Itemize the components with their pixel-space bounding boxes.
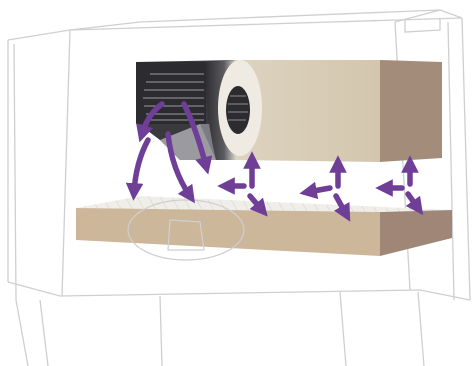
airflow-arrow <box>134 140 148 192</box>
hepa-filter <box>76 196 452 256</box>
filter-housing <box>218 60 442 162</box>
airflow-arrow <box>308 188 330 192</box>
airflow-arrow <box>408 194 418 208</box>
